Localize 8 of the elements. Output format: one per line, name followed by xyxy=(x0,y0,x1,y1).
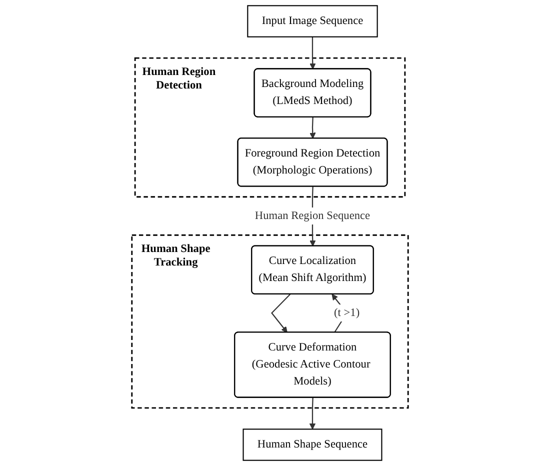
arrow xyxy=(309,398,316,430)
arrow xyxy=(271,294,291,333)
arrow xyxy=(310,117,316,139)
edge-label: Human Region Sequence xyxy=(254,210,370,222)
edge-label: (t >1) xyxy=(334,306,360,319)
arrow xyxy=(310,36,316,70)
node-box: Input Image Sequence xyxy=(247,5,378,38)
node-box: Human Shape Sequence xyxy=(242,428,382,461)
